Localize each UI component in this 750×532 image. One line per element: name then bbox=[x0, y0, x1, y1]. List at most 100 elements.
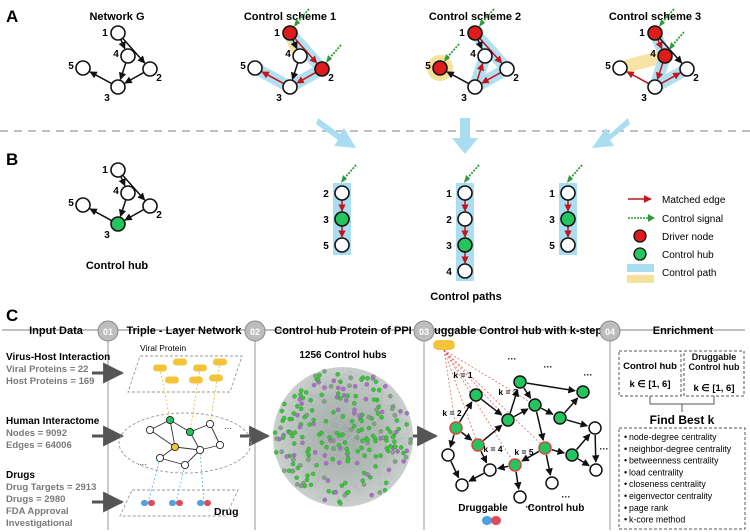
node-5 bbox=[612, 60, 628, 76]
human-edge bbox=[149, 429, 176, 448]
path-node-label: 2 bbox=[446, 215, 452, 226]
ppi-node bbox=[336, 385, 341, 391]
ppi-node bbox=[335, 372, 341, 377]
node-3 bbox=[110, 79, 126, 95]
ppi-node bbox=[401, 459, 406, 464]
drug-pill-right bbox=[176, 500, 183, 506]
network-node bbox=[528, 398, 542, 412]
drug-pill-right bbox=[204, 500, 211, 506]
matched-edge-3-5 bbox=[626, 71, 650, 85]
ppi-edge bbox=[301, 432, 310, 438]
ppi-node bbox=[371, 387, 376, 392]
ppi-node bbox=[392, 413, 397, 418]
ppi-node bbox=[278, 425, 283, 430]
ppi-edge bbox=[347, 369, 370, 382]
path-node-label: 3 bbox=[549, 215, 555, 226]
ppi-node bbox=[373, 454, 379, 459]
node-5 bbox=[75, 197, 91, 213]
drug-link bbox=[147, 457, 161, 504]
ppi-edge bbox=[360, 391, 375, 417]
ppi-edge bbox=[304, 403, 391, 418]
ppi-node bbox=[404, 448, 409, 454]
ppi-node bbox=[272, 430, 278, 435]
ppi-node bbox=[360, 478, 365, 483]
ppi-node bbox=[319, 430, 324, 436]
edge-4-3 bbox=[118, 199, 127, 218]
ppi-node bbox=[392, 439, 397, 444]
ppi-node bbox=[359, 418, 364, 424]
ppi-edge bbox=[354, 430, 411, 474]
bullet-icon: • bbox=[624, 444, 627, 454]
node-1 bbox=[110, 25, 126, 41]
path-node-label: 2 bbox=[323, 189, 329, 200]
ppi-node bbox=[306, 446, 312, 452]
network-edge bbox=[468, 472, 485, 482]
control-signal-4-head bbox=[669, 42, 675, 50]
svg-text:Matched edge: Matched edge bbox=[662, 195, 726, 206]
ppi-node bbox=[370, 374, 376, 380]
ppi-node bbox=[337, 460, 342, 465]
ppi-edge bbox=[284, 378, 354, 462]
matched-edge-1-2 bbox=[294, 37, 318, 64]
ppi-node bbox=[404, 422, 409, 427]
panel-b-letter: B bbox=[6, 150, 18, 169]
viral-protein bbox=[209, 374, 223, 382]
ppi-node bbox=[346, 489, 351, 495]
ppi-node bbox=[289, 416, 294, 422]
ppi-node bbox=[395, 449, 400, 454]
edge-1-2 bbox=[122, 174, 146, 201]
ppi-node bbox=[323, 461, 329, 466]
ellipsis-dots: ··· bbox=[224, 424, 232, 433]
ppi-node bbox=[408, 437, 414, 442]
ppi-node bbox=[281, 415, 287, 421]
driver-node-2 bbox=[314, 61, 330, 77]
ppi-node bbox=[365, 437, 370, 443]
human-node bbox=[215, 440, 225, 450]
ppi-edge bbox=[286, 400, 311, 436]
ppi-node bbox=[304, 477, 310, 482]
drug-pill-left bbox=[169, 500, 176, 506]
ppi-node bbox=[335, 407, 341, 413]
network-edge bbox=[591, 434, 600, 463]
node-1 bbox=[110, 162, 126, 178]
ppi-node bbox=[373, 438, 378, 444]
ppi-node bbox=[325, 478, 331, 483]
ppi-node bbox=[355, 449, 361, 454]
network-node bbox=[588, 421, 602, 435]
network-edge bbox=[526, 382, 576, 394]
ppi-edge bbox=[282, 388, 337, 450]
control-path-column-1: 235 bbox=[323, 164, 357, 255]
node-label-4: 4 bbox=[113, 186, 119, 197]
ppi-node bbox=[388, 444, 393, 449]
viral-protein bbox=[165, 376, 179, 384]
ppi-node bbox=[352, 384, 358, 389]
path-node-label: 3 bbox=[323, 215, 329, 226]
ppi-node bbox=[291, 453, 297, 458]
ppi-node bbox=[360, 438, 365, 443]
ppi-node bbox=[282, 468, 287, 473]
ppi-edge bbox=[351, 451, 395, 489]
ppi-node bbox=[373, 379, 379, 384]
ppi-edge bbox=[301, 395, 384, 405]
edge-1-4 bbox=[290, 39, 298, 50]
k-label-2: k = 2 bbox=[442, 408, 461, 418]
network-edge bbox=[545, 454, 553, 476]
ppi-node bbox=[379, 415, 384, 420]
ppi-node bbox=[344, 446, 349, 452]
edge-1-4 bbox=[118, 39, 126, 50]
matched-edge-3-2 bbox=[660, 72, 681, 85]
edge-1-2 bbox=[659, 37, 683, 64]
node-label-4: 4 bbox=[285, 49, 291, 60]
ppi-node bbox=[279, 408, 285, 414]
ppi-node bbox=[365, 376, 370, 381]
legend-driver-node: Driver node bbox=[633, 229, 714, 243]
ppi-node bbox=[302, 483, 308, 489]
edge-1-2 bbox=[122, 37, 146, 64]
blue-arrows bbox=[316, 118, 630, 154]
matched-edge-3-5 bbox=[261, 71, 285, 85]
k-step-ray bbox=[443, 349, 457, 429]
ppi-node bbox=[370, 433, 376, 439]
